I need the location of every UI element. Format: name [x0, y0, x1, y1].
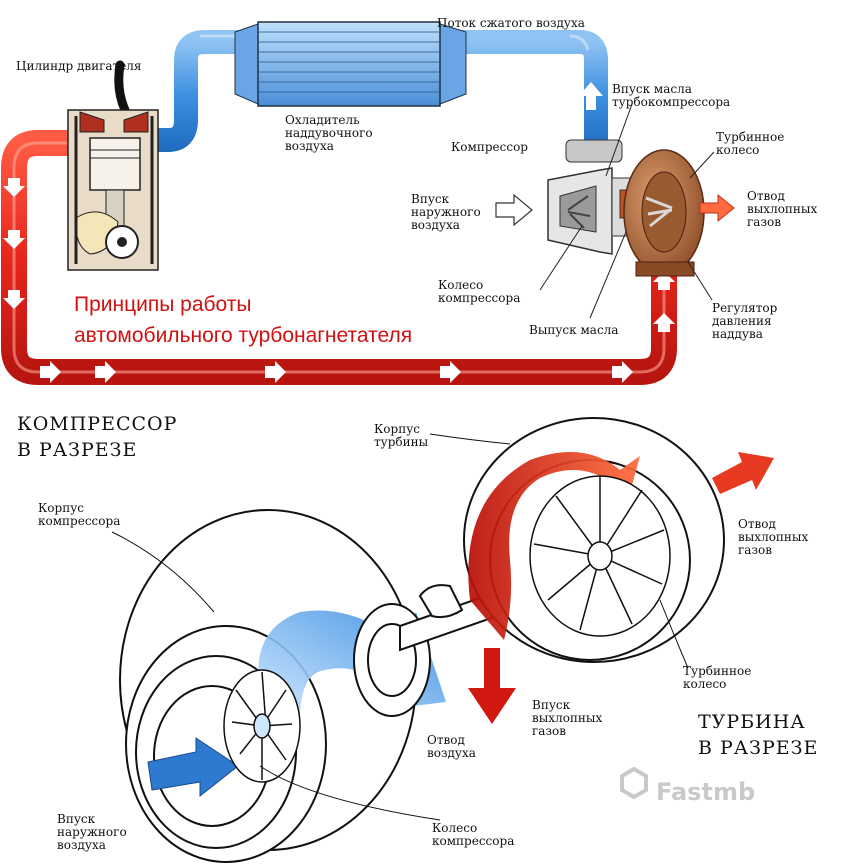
watermark: Fastmb: [620, 766, 755, 806]
exhaust-flow-arrows: [3, 178, 675, 383]
engine-scheme: Цилиндр двигателя Поток сжатого воздуха …: [1, 16, 817, 385]
label-bottom-exhaust-outlet-2: выхлопных: [738, 530, 808, 544]
label-intercooler-1: Охладитель: [285, 113, 360, 127]
turbine-wheel: [529, 475, 671, 637]
charge-air-pipe: [152, 30, 608, 152]
label-exhaust-inlet-2: выхлопных: [532, 711, 602, 725]
label-compressor-wheel-2: компрессора: [438, 291, 520, 305]
compressor-section-title-1: КОМПРЕССОР: [17, 413, 177, 435]
label-air-inlet-3: воздуха: [411, 218, 460, 232]
label-compressor: Компрессор: [451, 140, 528, 154]
exhaust-pipe: [1, 130, 677, 385]
label-turbine-wheel-1: Турбинное: [716, 130, 784, 144]
label-exhaust-outlet-1: Отвод: [747, 189, 785, 203]
label-compressor-housing-2: компрессора: [38, 514, 120, 528]
label-oil-outlet: Выпуск масла: [529, 323, 618, 337]
label-air-inlet-2: наружного: [411, 205, 481, 219]
compressor-section-title-2: В РАЗРЕЗЕ: [17, 439, 137, 461]
air-inlet-arrow: [495, 193, 533, 227]
label-bottom-compressor-wheel-1: Колесо: [432, 821, 477, 835]
label-air-inlet-1: Впуск: [411, 192, 450, 206]
label-bottom-air-inlet-1: Впуск: [57, 812, 96, 826]
label-wastegate-1: Регулятор: [712, 301, 778, 315]
label-oil-inlet-1: Впуск масла: [612, 82, 692, 96]
label-wastegate-3: наддува: [712, 327, 763, 341]
label-exhaust-outlet-3: газов: [747, 215, 781, 229]
label-compressor-housing-1: Корпус: [38, 501, 84, 515]
label-bottom-exhaust-outlet-3: газов: [738, 543, 772, 557]
bottom-labels: КОМПРЕССОР В РАЗРЕЗЕ ТУРБИНА В РАЗРЕЗЕ К…: [17, 413, 818, 852]
label-exhaust-outlet-2: выхлопных: [747, 202, 817, 216]
label-air-outlet-2: воздуха: [427, 746, 476, 760]
label-bottom-air-inlet-3: воздуха: [57, 838, 106, 852]
turbine-section-title-2: В РАЗРЕЗЕ: [698, 737, 818, 759]
label-air-outlet-1: Отвод: [427, 733, 465, 747]
turbine-exhaust-flow: [468, 452, 640, 640]
top-leader-lines: [539, 103, 715, 319]
label-intercooler-2: наддувочного: [285, 126, 373, 140]
turbo-cutaway: КОМПРЕССОР В РАЗРЕЗЕ ТУРБИНА В РАЗРЕЗЕ К…: [17, 413, 818, 863]
label-bottom-compressor-wheel-2: компрессора: [432, 834, 514, 848]
engine-cylinder: [67, 60, 159, 271]
turbine-unit: [623, 149, 735, 277]
air-inlet-arrow: [147, 737, 239, 798]
label-turbine-housing-1: Корпус: [374, 422, 420, 436]
label-oil-inlet-2: турбокомпрессора: [612, 95, 730, 109]
exhaust-outlet-arrow: [712, 452, 774, 494]
title-line-1: Принципы работы: [74, 293, 251, 316]
label-compressor-wheel-1: Колесо: [438, 278, 483, 292]
label-charge-air-flow: Поток сжатого воздуха: [437, 16, 585, 30]
label-bottom-turbine-wheel-1: Турбинное: [683, 664, 751, 678]
label-bottom-turbine-wheel-2: колесо: [683, 677, 726, 691]
bottom-leader-lines: [111, 433, 689, 821]
label-bottom-exhaust-outlet-1: Отвод: [738, 517, 776, 531]
intercooler: [234, 21, 467, 107]
label-cylinder: Цилиндр двигателя: [16, 59, 141, 73]
charge-air-arrow: [579, 82, 603, 110]
exhaust-inlet-arrow: [468, 648, 516, 724]
compressor-wheel: [223, 669, 301, 783]
label-exhaust-inlet-3: газов: [532, 724, 566, 738]
top-labels: Цилиндр двигателя Поток сжатого воздуха …: [16, 16, 817, 347]
watermark-text: Fastmb: [656, 778, 755, 806]
label-intercooler-3: воздуха: [285, 139, 334, 153]
title-line-2: автомобильного турбонагнетателя: [74, 324, 412, 347]
label-turbine-housing-2: турбины: [374, 435, 429, 449]
label-exhaust-inlet-1: Впуск: [532, 698, 571, 712]
label-turbine-wheel-2: колесо: [716, 143, 759, 157]
watermark-logo-icon: [620, 766, 648, 800]
turbine-section-title-1: ТУРБИНА: [698, 711, 806, 733]
label-wastegate-2: давления: [712, 314, 772, 328]
label-bottom-air-inlet-2: наружного: [57, 825, 127, 839]
